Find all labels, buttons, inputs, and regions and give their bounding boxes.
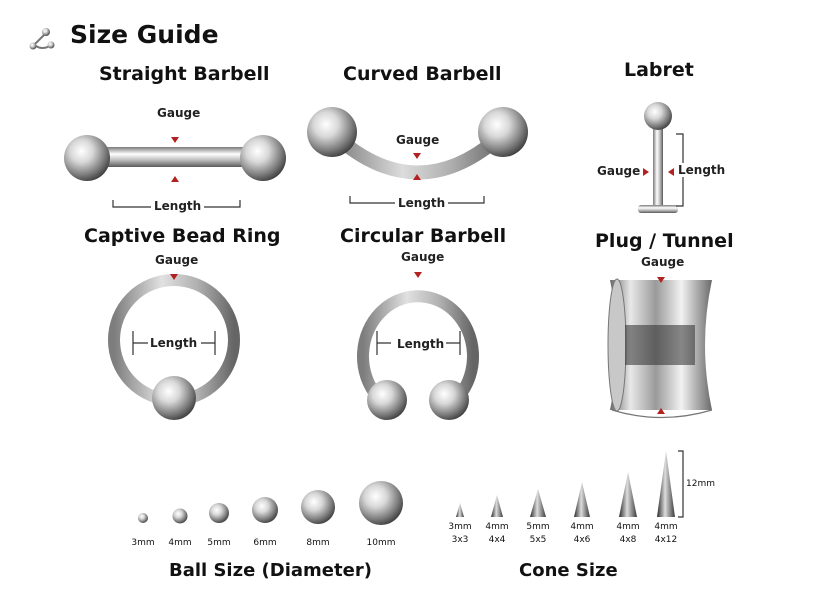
captive-bead-ring-title: Captive Bead Ring [84, 225, 281, 247]
circular-barbell-image [357, 290, 479, 420]
straight-barbell-length-label: Length [151, 199, 205, 213]
ball-size-label: 6mm [253, 538, 277, 548]
cone-size-top-label: 4mm [654, 522, 678, 532]
captive-bead-ring-image [108, 274, 240, 420]
cone-height-label: 12mm [686, 479, 715, 489]
labret-image [638, 102, 678, 213]
curved-barbell-title: Curved Barbell [343, 63, 502, 85]
ball-size-label: 3mm [131, 538, 155, 548]
labret-title: Labret [624, 59, 694, 81]
ball-size-label: 4mm [168, 538, 192, 548]
ball-size-balls [138, 481, 403, 525]
circular-barbell-gauge-label: Gauge [401, 250, 445, 264]
straight-barbell-image [64, 135, 286, 181]
circular-barbell-title: Circular Barbell [340, 225, 507, 247]
ball-size-label: 10mm [366, 538, 396, 548]
labret-length-label: Length [676, 163, 728, 177]
plug-tunnel-gauge-label: Gauge [641, 255, 685, 269]
cone-size-top-label: 3mm [448, 522, 472, 532]
plug-tunnel-markers [657, 277, 665, 414]
plug-tunnel-title: Plug / Tunnel [595, 230, 734, 252]
cone-size-top-label: 4mm [616, 522, 640, 532]
cone-size-bottom-label: 5x5 [529, 535, 547, 545]
plug-tunnel-image [607, 278, 713, 419]
captive-bead-ring-length-label: Length [150, 336, 198, 350]
labret-gauge-label: Gauge [597, 164, 641, 178]
barbell-logo-icon [29, 28, 55, 50]
ball-size-caption: Ball Size (Diameter) [169, 560, 372, 581]
cone-size-cones [456, 450, 684, 518]
cone-size-caption: Cone Size [519, 560, 618, 581]
straight-barbell-title: Straight Barbell [99, 63, 270, 85]
cone-size-bottom-label: 4x4 [488, 535, 506, 545]
cone-size-top-label: 4mm [570, 522, 594, 532]
curved-barbell-image [307, 107, 528, 180]
cone-size-bottom-label: 4x12 [654, 535, 678, 545]
straight-barbell-gauge-label: Gauge [157, 106, 201, 120]
page-title: Size Guide [70, 20, 219, 49]
cone-size-bottom-label: 4x6 [573, 535, 591, 545]
ball-size-label: 8mm [306, 538, 330, 548]
cone-size-top-label: 4mm [485, 522, 509, 532]
circular-barbell-markers [376, 272, 461, 355]
cone-size-bottom-label: 3x3 [451, 535, 469, 545]
captive-bead-ring-markers [132, 274, 216, 355]
circular-barbell-length-label: Length [397, 337, 445, 351]
ball-size-label: 5mm [207, 538, 231, 548]
curved-barbell-length-label: Length [395, 196, 449, 210]
cone-size-top-label: 5mm [526, 522, 550, 532]
captive-bead-ring-gauge-label: Gauge [155, 253, 199, 267]
curved-barbell-gauge-label: Gauge [396, 133, 440, 147]
cone-size-bottom-label: 4x8 [619, 535, 637, 545]
